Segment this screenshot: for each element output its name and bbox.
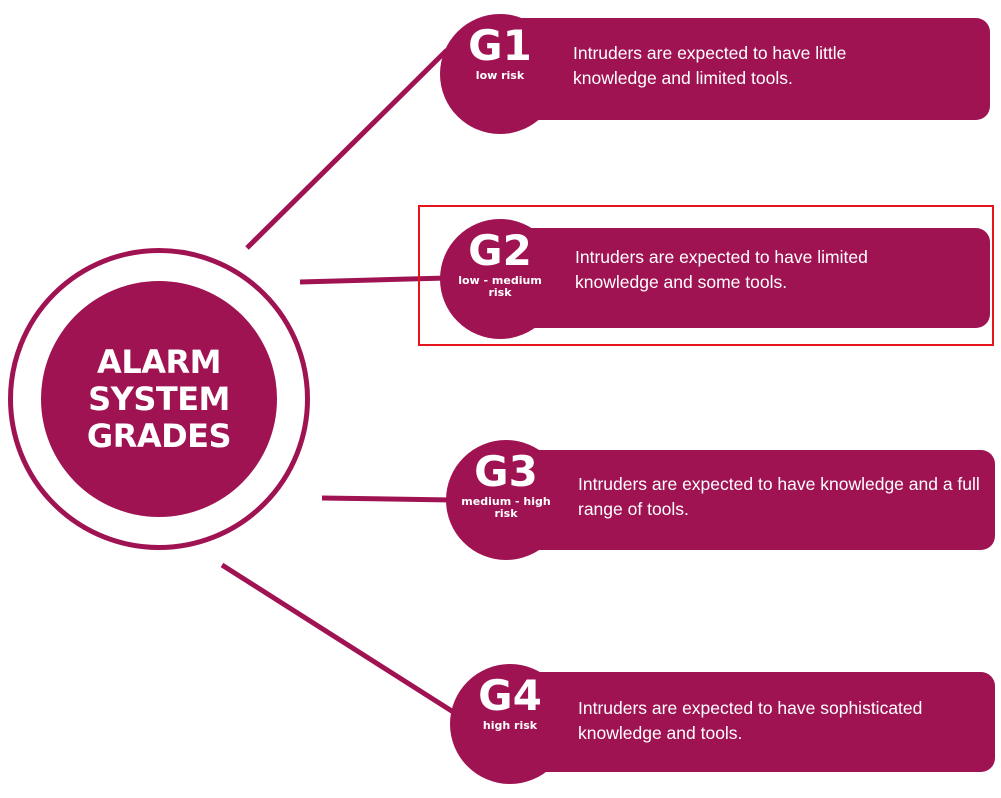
hub-title: ALARM SYSTEM GRADES xyxy=(86,342,232,455)
grade-g1-description: Intruders are expected to have little kn… xyxy=(573,43,847,88)
grade-g2-risk: low - medium risk xyxy=(458,274,542,299)
grade-g4-box xyxy=(510,672,995,772)
grade-g4-code: G4 xyxy=(478,671,542,720)
grade-g2-badge: G2 low - medium risk xyxy=(440,219,560,339)
connector-g3 xyxy=(321,495,453,503)
connector-g4 xyxy=(220,562,460,718)
grade-g2-box xyxy=(500,228,990,328)
selected-grade-highlight xyxy=(418,205,994,346)
grade-g3-box xyxy=(505,450,995,550)
grade-g3-code: G3 xyxy=(474,447,538,496)
grade-g2-description: Intruders are expected to have limited k… xyxy=(575,247,868,292)
grade-g1-badge: G1 low risk xyxy=(440,14,560,134)
grade-g1-risk: low risk xyxy=(475,69,525,82)
grade-g3-badge: G3 medium - high risk xyxy=(446,440,566,560)
grade-g4-badge: G4 high risk xyxy=(450,664,570,784)
grade-g3-risk: medium - high risk xyxy=(461,495,551,520)
connector-g1 xyxy=(245,48,449,250)
connector-g2 xyxy=(299,275,448,285)
grade-g1-box xyxy=(500,18,990,120)
grade-g4-risk: high risk xyxy=(482,719,538,732)
grade-g2-code: G2 xyxy=(468,226,532,275)
grade-g1-code: G1 xyxy=(468,21,532,70)
grade-g4-description: Intruders are expected to have sophistic… xyxy=(578,698,923,743)
grade-g3-description: Intruders are expected to have knowledge… xyxy=(578,474,980,519)
hub-circle: ALARM SYSTEM GRADES xyxy=(41,281,277,517)
